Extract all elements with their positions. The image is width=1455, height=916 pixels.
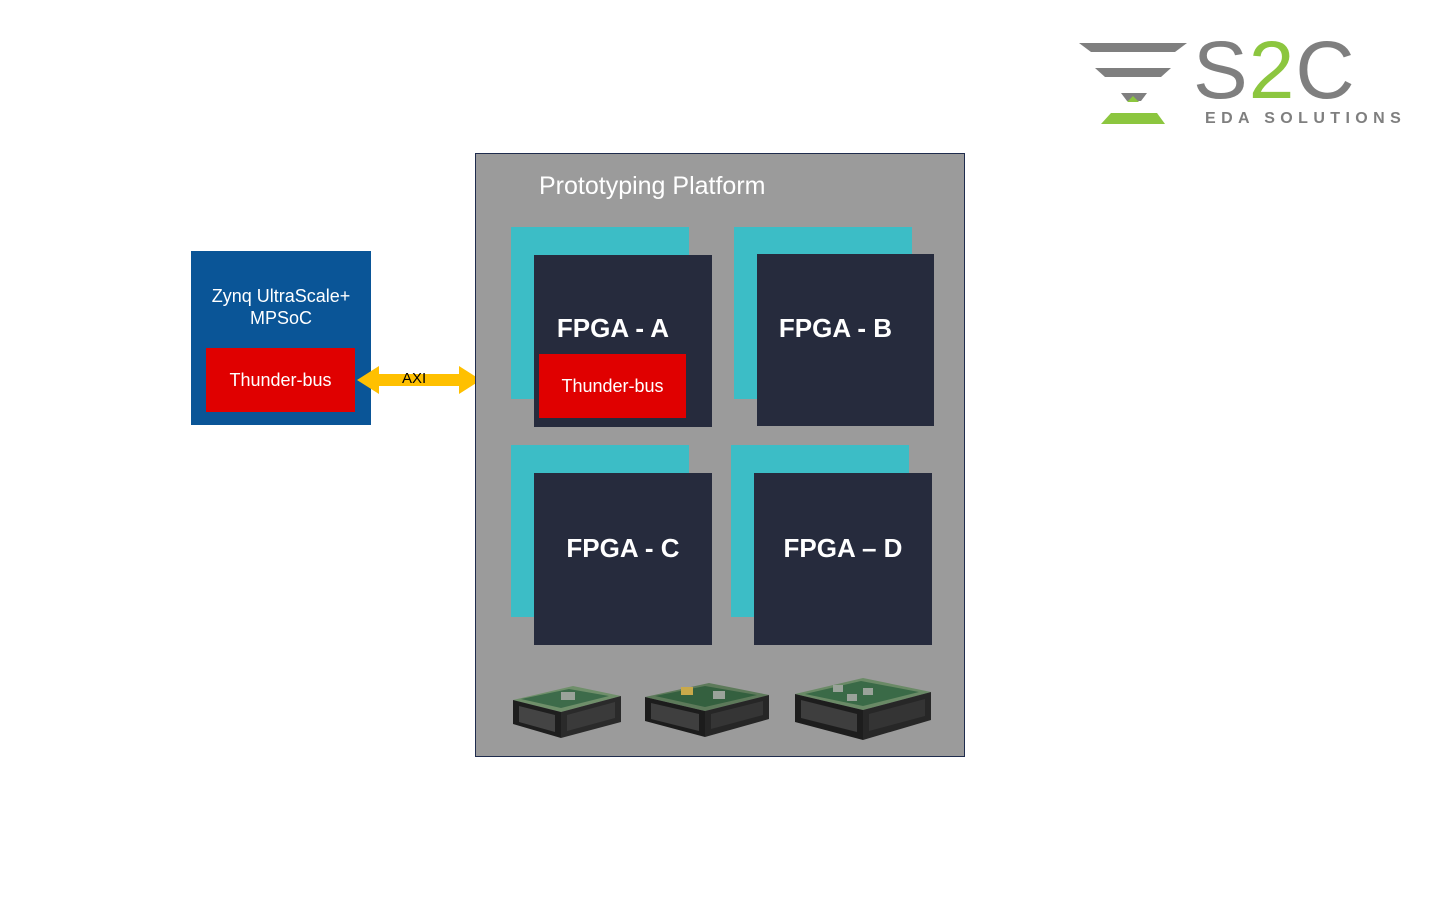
fpga-a-thunder-bus: Thunder-bus (539, 354, 686, 418)
dual-board-chassis-image (645, 683, 769, 737)
fpga-a-label: FPGA - A (556, 313, 670, 343)
logo-tagline: EDA SOLUTIONS (1205, 110, 1407, 127)
platform-title: Prototyping Platform (539, 172, 766, 200)
zynq-title: Zynq UltraScale+ MPSoC (211, 286, 351, 328)
fpga-b-label: FPGA - B (778, 313, 893, 343)
zynq-thunder-bus: Thunder-bus (206, 348, 355, 412)
fpga-a: FPGA - A Thunder-bus (534, 255, 712, 427)
zynq-mpsoc-block: Zynq UltraScale+ MPSoC Thunder-bus (191, 251, 371, 425)
s2c-wordmark: S2C (1193, 25, 1356, 116)
s2c-logo: S2C EDA SOLUTIONS (1075, 30, 1420, 133)
s2c-logo-mark-icon (1079, 43, 1187, 124)
fpga-c: FPGA - C (534, 473, 712, 645)
fpga-d: FPGA – D (754, 473, 932, 645)
axi-double-arrow-icon (357, 366, 481, 394)
single-board-chassis-image (513, 686, 621, 738)
fpga-c-label: FPGA - C (566, 533, 680, 563)
axi-label: AXI (402, 370, 427, 387)
fpga-b: FPGA - B (757, 254, 934, 426)
fpga-d-label: FPGA – D (783, 533, 903, 563)
quad-board-chassis-image (795, 678, 931, 740)
prototyping-platform: Prototyping Platform FPGA - A Thunder-bu… (475, 153, 965, 757)
